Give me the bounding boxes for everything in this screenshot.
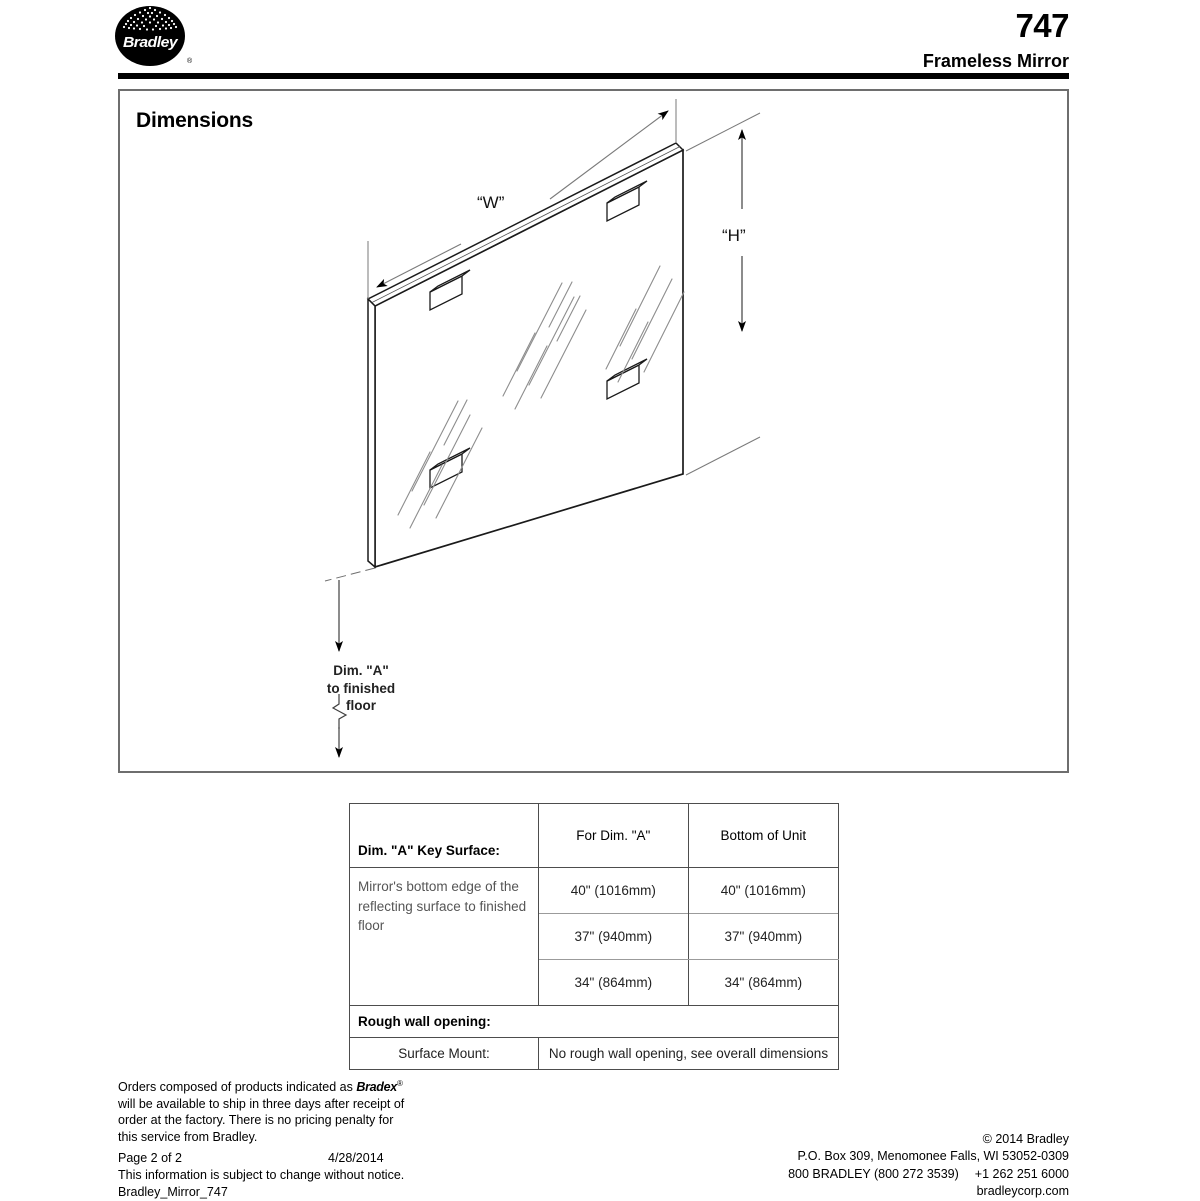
surface-mount-row: Surface Mount: No rough wall opening, se… xyxy=(349,1037,839,1070)
mirror-isometric-drawing: “W” “H” xyxy=(324,99,761,758)
dim-a-line-2: to finished xyxy=(326,680,396,696)
company-address: P.O. Box 309, Menomonee Falls, WI 53052-… xyxy=(797,1149,1069,1164)
bradex-note: Orders composed of products indicated as… xyxy=(118,1079,404,1146)
key-surface-header: Dim. "A" Key Surface: xyxy=(349,803,539,868)
dim-a-caption: Dim. "A" to finished floor xyxy=(301,662,421,715)
width-label: “W” xyxy=(477,193,505,212)
cell-bottom-of-unit-3: 34" (864mm) xyxy=(687,959,840,1006)
dim-a-line-1: Dim. "A" xyxy=(333,663,389,678)
bradex-note-text-1: Orders composed of products indicated as xyxy=(118,1080,353,1095)
surface-mount-value: No rough wall opening, see overall dimen… xyxy=(538,1037,839,1070)
bradex-registered-mark: ® xyxy=(396,1079,403,1088)
surface-mount-label: Surface Mount: xyxy=(349,1037,539,1070)
width-dimension: “W” xyxy=(367,99,677,299)
bradex-note-line-3: order at the factory. There is no pricin… xyxy=(118,1113,394,1128)
bradex-note-line-1: Orders composed of products indicated as… xyxy=(118,1079,404,1096)
dim-a-spec-table: Dim. "A" Key Surface: For Dim. "A" Botto… xyxy=(349,803,840,1070)
height-dimension: “H” xyxy=(685,112,761,476)
phone-international: +1 262 251 6000 xyxy=(974,1166,1069,1181)
phone-us: 800 BRADLEY (800 272 3539) xyxy=(788,1166,959,1181)
model-title: Frameless Mirror xyxy=(922,51,1069,71)
logo-wordmark: Bradley xyxy=(122,34,178,51)
header-divider-rule xyxy=(118,73,1069,79)
page-header: Bradley ® 747 Frameless Mirror xyxy=(0,0,1200,86)
dimensions-panel: Dimensions xyxy=(118,89,1069,773)
cell-for-dim-a-2: 37" (940mm) xyxy=(538,913,689,960)
document-id: Bradley_Mirror_747 xyxy=(118,1184,228,1199)
table-row: 37" (940mm) 37" (940mm) xyxy=(350,913,840,960)
dim-a-to-floor xyxy=(324,567,376,758)
mirror-mounting-clips xyxy=(429,180,648,490)
panel-title: Dimensions xyxy=(136,109,254,132)
cell-bottom-of-unit-1: 40" (1016mm) xyxy=(687,867,840,914)
page-and-date-row: Page 2 of 2 4/28/2014 xyxy=(118,1150,518,1167)
phone-row: 800 BRADLEY (800 272 3539) +1 262 251 600… xyxy=(788,1166,1069,1183)
bradley-logo: Bradley ® xyxy=(115,6,199,68)
copyright-line: © 2014 Bradley xyxy=(982,1132,1069,1146)
cell-bottom-of-unit-2: 37" (940mm) xyxy=(687,913,840,960)
bradex-wordmark: Bradex xyxy=(356,1080,397,1095)
mirror-reflection-highlights xyxy=(397,265,685,529)
height-label: “H” xyxy=(722,226,746,245)
page-number: Page 2 of 2 xyxy=(118,1151,182,1165)
rough-wall-opening-header: Rough wall opening: xyxy=(349,1005,839,1038)
change-disclaimer: This information is subject to change wi… xyxy=(118,1167,405,1182)
revision-date: 4/28/2014 xyxy=(328,1151,384,1165)
bradex-note-line-2: will be available to ship in three days … xyxy=(118,1096,405,1111)
cell-for-dim-a-3: 34" (864mm) xyxy=(538,959,689,1006)
table-header-row: Dim. "A" Key Surface: For Dim. "A" Botto… xyxy=(349,803,840,868)
company-contact-info: © 2014 Bradley P.O. Box 309, Menomonee F… xyxy=(788,1131,1069,1200)
logo-spray-dots-icon xyxy=(122,6,178,31)
logo-ellipse-shape: Bradley xyxy=(115,6,185,66)
dim-a-line-3: floor xyxy=(346,698,376,714)
description-cell: Mirror's bottom edge of the reflecting s… xyxy=(349,867,539,1006)
bradex-note-line-4: this service from Bradley. xyxy=(118,1130,258,1145)
document-meta: Page 2 of 2 4/28/2014 This information i… xyxy=(118,1150,518,1201)
company-website[interactable]: bradleycorp.com xyxy=(976,1183,1069,1198)
table-row: 34" (864mm) 34" (864mm) xyxy=(350,959,840,1006)
logo-registered-mark: ® xyxy=(187,58,193,65)
column-header-bottom-of-unit: Bottom of Unit xyxy=(687,803,840,868)
table-row: Mirror's bottom edge of the reflecting s… xyxy=(349,867,840,1006)
model-number: 747 xyxy=(1015,7,1069,44)
column-header-for-dim-a: For Dim. "A" xyxy=(538,803,689,868)
rough-wall-opening-row: Rough wall opening: xyxy=(349,1005,839,1038)
cell-for-dim-a-1: 40" (1016mm) xyxy=(538,867,689,914)
